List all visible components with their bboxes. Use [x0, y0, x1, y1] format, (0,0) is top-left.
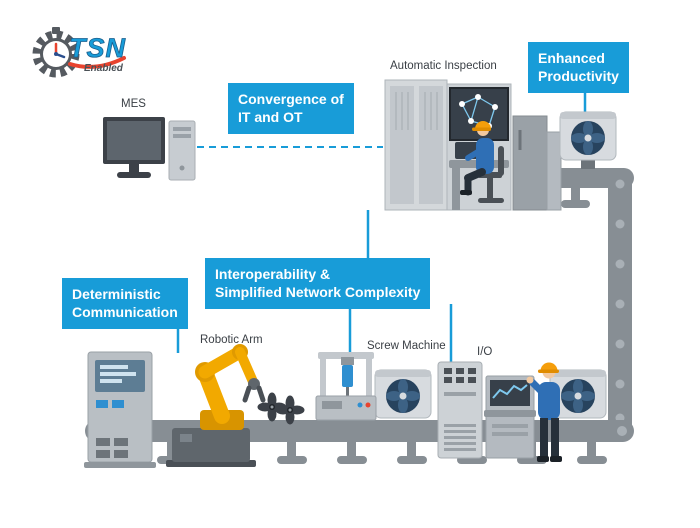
callout-convergence-line1: Convergence of	[238, 91, 344, 107]
callout-deterministic: Deterministic Communication	[62, 278, 188, 329]
callout-deterministic-line2: Communication	[72, 304, 178, 321]
label-io: I/O	[477, 346, 493, 358]
label-mes: MES	[121, 98, 146, 110]
tsn-logo-subtitle: Enabled	[84, 63, 123, 74]
gripper-icon	[242, 385, 252, 403]
worker-standing	[526, 362, 562, 462]
hard-hat-icon	[475, 121, 491, 129]
screw-machine	[315, 352, 377, 421]
io-module	[437, 361, 483, 459]
fan-unit-top	[559, 111, 617, 169]
worker-seated	[449, 121, 509, 210]
mes-computer	[103, 117, 196, 181]
callout-interoperability: Interoperability & Simplified Network Co…	[205, 258, 431, 309]
fan-unit-middle	[374, 369, 432, 419]
tsn-gear-icon	[32, 27, 126, 78]
label-screw-machine: Screw Machine	[367, 340, 446, 352]
label-automatic-inspection: Automatic Inspection	[390, 60, 497, 72]
operator-workstation	[484, 375, 536, 459]
conveyor-rollers	[615, 179, 625, 423]
hard-hat-icon	[540, 362, 558, 371]
callout-deterministic-line1: Deterministic	[72, 286, 161, 302]
callout-enhanced-line1: Enhanced	[538, 50, 605, 66]
tsn-logo-text: TSN	[69, 33, 126, 64]
robotic-arm	[166, 344, 266, 467]
workstation-screen	[490, 380, 530, 406]
logo-swoosh	[68, 56, 126, 69]
label-robotic-arm: Robotic Arm	[200, 334, 263, 346]
callout-interoperability-line2: Simplified Network Complexity	[215, 284, 421, 301]
callout-enhanced-line2: Productivity	[538, 68, 619, 85]
callout-convergence-line2: IT and OT	[238, 109, 303, 126]
control-cabinet	[84, 351, 156, 468]
callout-enhanced-productivity: Enhanced Productivity	[528, 42, 629, 93]
callout-interoperability-line1: Interoperability &	[215, 266, 331, 282]
callout-convergence: Convergence of IT and OT	[228, 83, 354, 134]
